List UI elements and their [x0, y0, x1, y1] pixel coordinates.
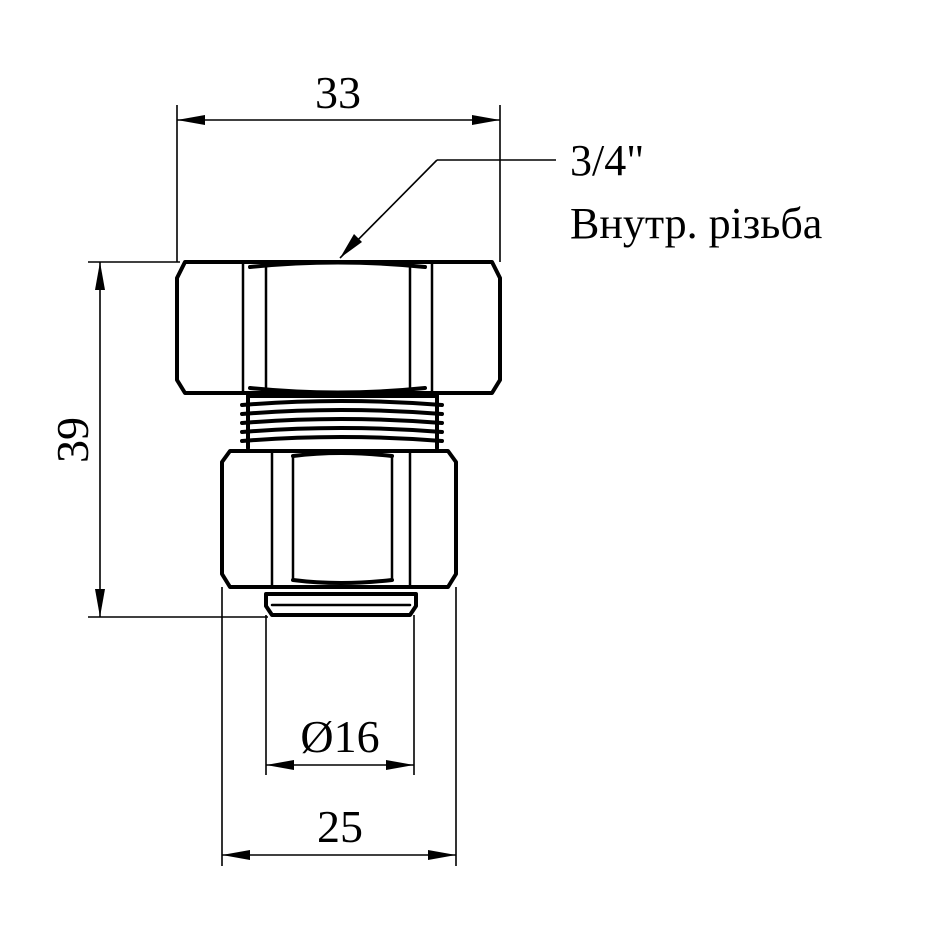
- lower-hex-nut: [220, 449, 458, 589]
- dimension-height-label: 39: [47, 417, 98, 463]
- dimension-diameter: Ø16: [265, 615, 415, 775]
- thread-annotation: 3/4" Внутр. різьба: [339, 136, 822, 259]
- dimension-height: 39: [47, 261, 268, 618]
- dimension-diameter-label: Ø16: [300, 711, 379, 762]
- dimension-width-top-label: 33: [315, 67, 361, 118]
- upper-hex-nut: [175, 260, 502, 395]
- dimension-width-top: 33: [176, 67, 501, 262]
- threaded-neck: [240, 394, 444, 450]
- dimension-width-bottom-label: 25: [317, 801, 363, 852]
- thread-type-label: Внутр. різьба: [570, 199, 822, 248]
- thread-size-label: 3/4": [570, 136, 644, 185]
- pipe-ring: [264, 592, 418, 617]
- dimension-width-bottom: 25: [221, 587, 457, 866]
